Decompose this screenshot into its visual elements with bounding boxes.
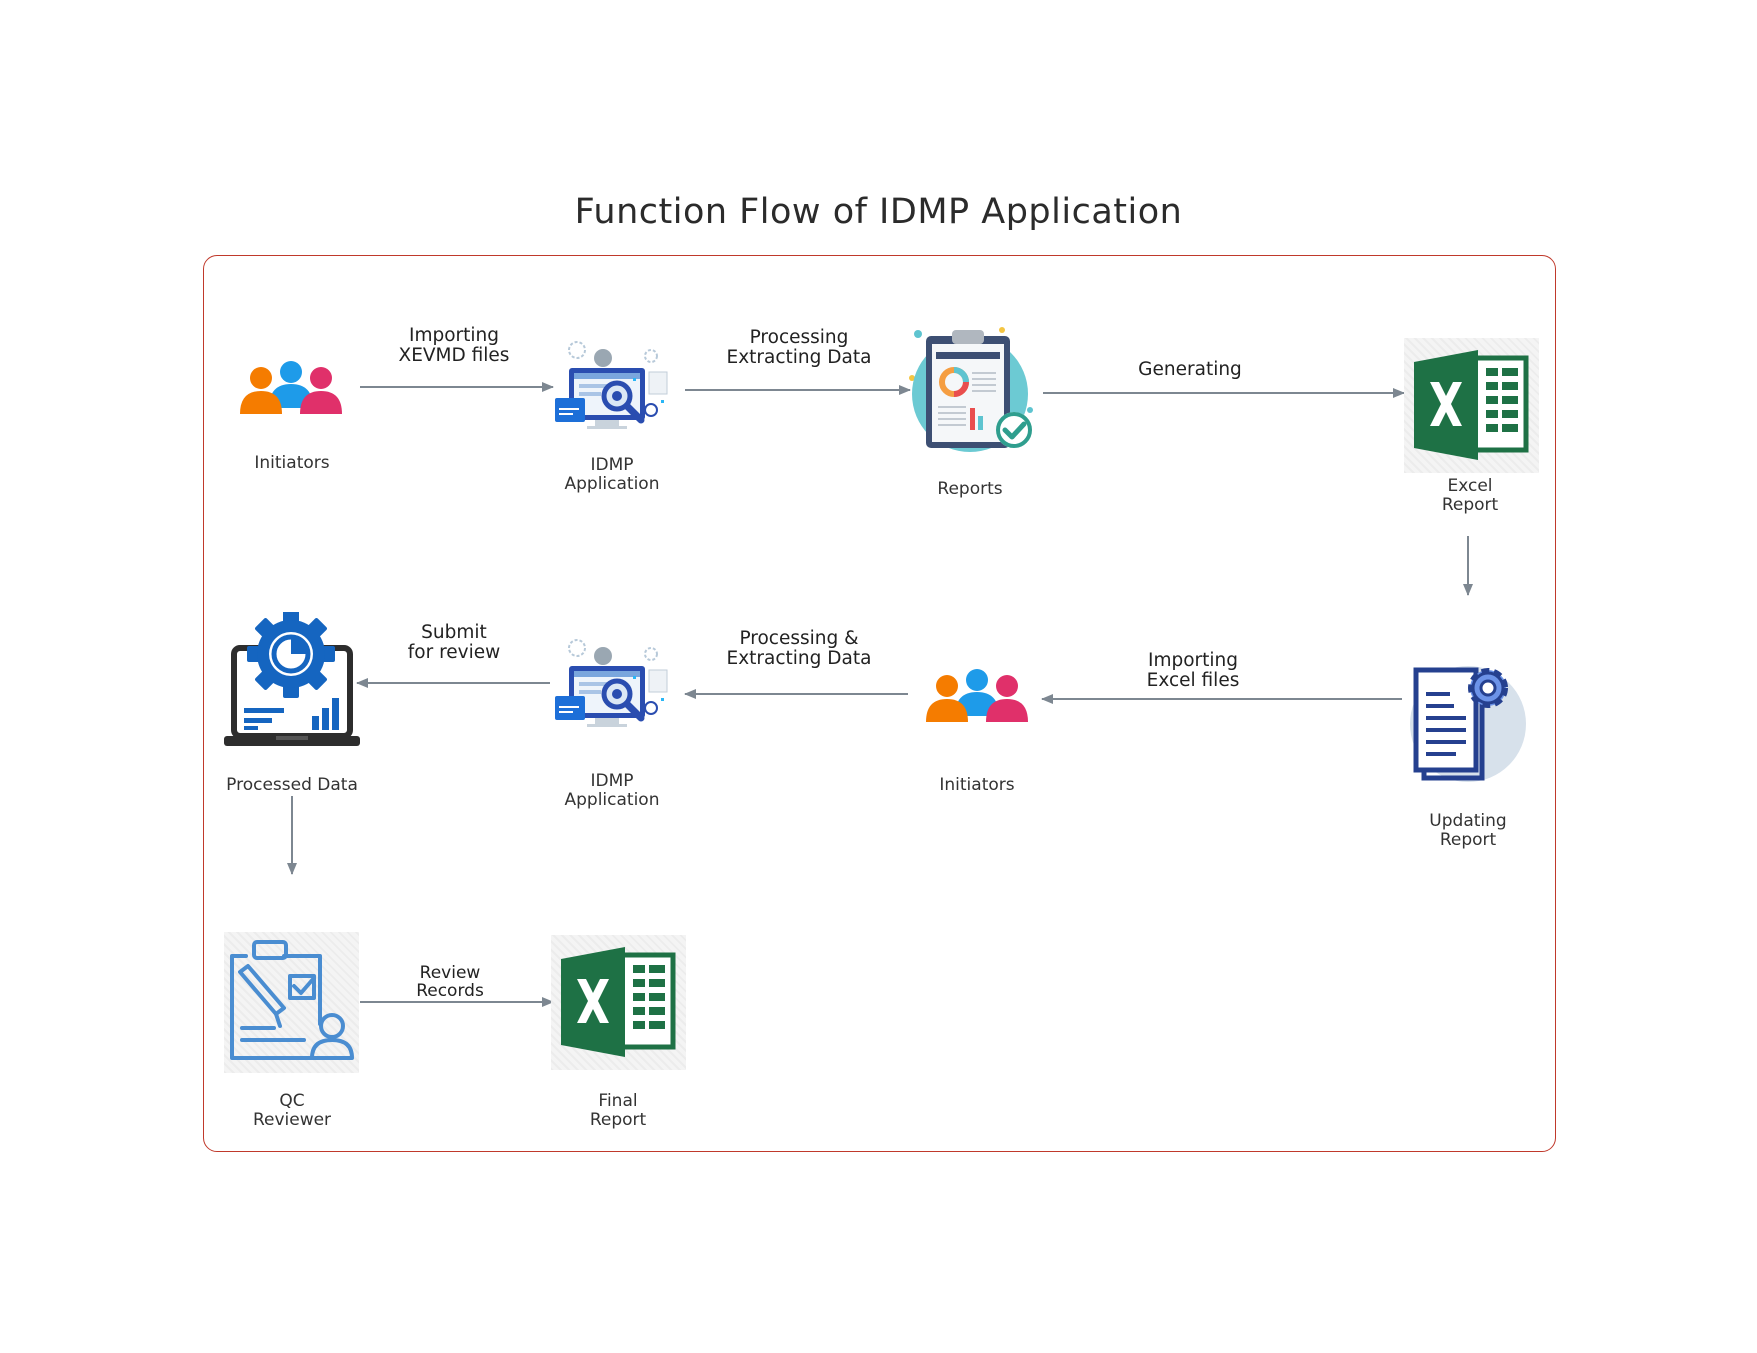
- node-excel-report: [1404, 338, 1539, 473]
- people-group-icon: [240, 361, 342, 414]
- node-initiators-1: [238, 358, 344, 420]
- label-reports: Reports: [937, 479, 1003, 499]
- node-qc-reviewer: [224, 932, 359, 1073]
- laptop-gear-chart-icon: [224, 612, 360, 746]
- diagram-frame: [203, 255, 1556, 1152]
- document-gear-icon: [1410, 666, 1526, 782]
- edge-label-processing-2: Processing &Extracting Data: [726, 628, 872, 669]
- application-search-icon: [555, 639, 668, 727]
- people-group-icon: [926, 669, 1028, 722]
- excel-icon: [1414, 350, 1529, 460]
- node-final-report: [551, 935, 686, 1070]
- label-processed-data: Processed Data: [226, 775, 358, 795]
- clipboard-reviewer-icon: [230, 940, 354, 1060]
- application-search-icon: [555, 341, 668, 429]
- node-idmp-application-1: [553, 338, 673, 438]
- label-initiators-2: Initiators: [939, 775, 1015, 795]
- label-initiators-1: Initiators: [254, 453, 330, 473]
- edge-label-generating: Generating: [1138, 359, 1242, 380]
- node-updating-report: [1410, 660, 1530, 785]
- node-processed-data: [224, 612, 360, 750]
- node-idmp-application-2: [553, 636, 673, 736]
- node-initiators-2: [924, 666, 1030, 728]
- clipboard-report-icon: [909, 327, 1033, 452]
- diagram-title: Function Flow of IDMP Application: [574, 192, 1183, 232]
- excel-icon: [561, 947, 676, 1057]
- node-reports: [908, 322, 1034, 462]
